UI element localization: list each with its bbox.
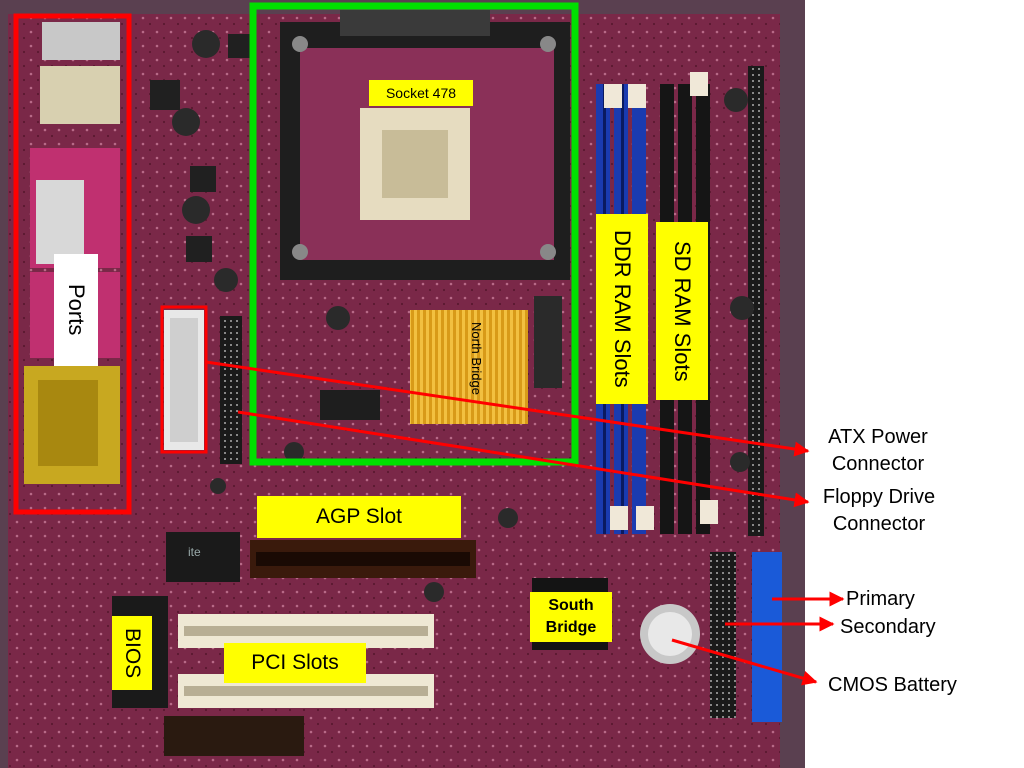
floppy-header — [220, 316, 242, 464]
atx-arrow — [205, 360, 810, 457]
vrm-components — [150, 30, 250, 292]
north-bridge-heatsink — [410, 310, 528, 424]
amr-slot — [164, 716, 304, 756]
chip-small — [320, 390, 380, 420]
cmos-arrow — [671, 638, 818, 686]
atx-callout: ATX Power Connector — [828, 426, 928, 475]
agp-label: AGP Slot — [257, 496, 461, 538]
cpu-area-highlight — [249, 2, 579, 466]
svg-text:ite: ite — [188, 545, 201, 559]
cpu-socket-area — [280, 10, 570, 280]
pci-slots — [178, 614, 434, 708]
atx-highlight — [160, 305, 208, 454]
ram-slot-clips — [604, 72, 718, 530]
ide-secondary — [710, 552, 736, 718]
north-bridge-label: North Bridge — [469, 322, 484, 395]
cmos-callout: CMOS Battery — [828, 674, 957, 696]
ide-primary — [752, 552, 782, 722]
chip-side — [534, 296, 562, 388]
primary-callout: Primary — [846, 588, 915, 610]
floppy-arrow — [237, 410, 810, 508]
bios-label: BIOS — [112, 616, 152, 690]
south-bridge-label: South Bridge — [530, 592, 612, 642]
socket-label: Socket 478 — [369, 80, 473, 106]
super-io-chip — [166, 532, 240, 582]
ports-highlight — [13, 13, 132, 515]
rear-ports — [24, 22, 120, 484]
pci-label: PCI Slots — [224, 643, 366, 683]
board-capacitors — [210, 88, 754, 602]
floppy-callout: Floppy Drive Connector — [822, 486, 936, 535]
secondary-callout: Secondary — [840, 616, 936, 638]
ports-label: Ports — [54, 254, 98, 366]
sd-ram-label: SD RAM Slots — [656, 222, 708, 400]
edge-slot — [748, 66, 764, 536]
ddr-ram-label: DDR RAM Slots — [596, 214, 648, 404]
